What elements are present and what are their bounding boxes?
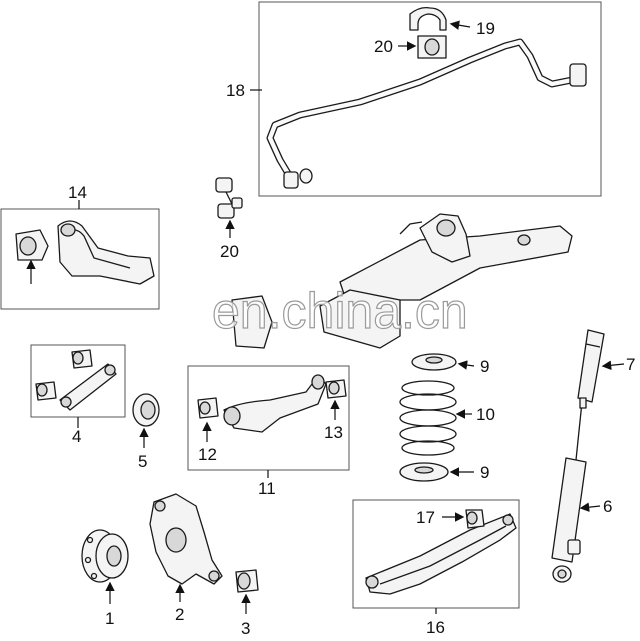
callout-6: 6: [603, 497, 612, 516]
stabilizer-bushing-20: [417, 35, 447, 59]
callout-10: 10: [476, 405, 495, 424]
stabilizer-link-20: [215, 177, 243, 219]
callout-9-lower: 9: [480, 463, 489, 482]
callout-labels: 19 20 18 14 20 4 5 12 13 11 9 10 9 7 6 1…: [68, 19, 635, 638]
callout-20-link: 20: [220, 242, 239, 261]
stabilizer-bar: [266, 38, 587, 189]
callout-18: 18: [226, 81, 245, 100]
callout-20-bushing: 20: [374, 37, 393, 56]
callout-19: 19: [476, 19, 495, 38]
callout-12: 12: [198, 445, 217, 464]
callout-3: 3: [241, 619, 250, 638]
spring-seat-lower-9: [399, 462, 449, 482]
bushing-5: [132, 393, 160, 427]
trailing-arm-14: [15, 220, 155, 285]
bushing-3: [235, 569, 259, 593]
callout-17: 17: [416, 508, 435, 527]
spring-seat-upper-9: [411, 353, 457, 371]
shock-dust-cover-7: [577, 329, 605, 403]
wheel-hub-1: [81, 529, 129, 583]
lower-link-4: [35, 349, 117, 411]
callout-7: 7: [626, 355, 635, 374]
leader-lines: [26, 20, 625, 614]
stabilizer-bar-group-box: [258, 1, 602, 197]
lower-control-arm-16: [365, 509, 517, 595]
callout-11: 11: [258, 479, 276, 498]
watermark: en.china.cn: [212, 283, 468, 339]
callout-13: 13: [324, 423, 343, 442]
shock-absorber-6: [551, 397, 587, 583]
trailing-arm-group-box: [0, 208, 160, 310]
callout-2: 2: [175, 605, 184, 624]
rear-subframe: [231, 213, 573, 349]
callout-4: 4: [72, 427, 81, 446]
knuckle-2: [149, 493, 223, 585]
callout-14: 14: [68, 183, 87, 202]
coil-spring-10: [399, 380, 457, 456]
stabilizer-clamp-19: [409, 6, 447, 31]
callout-1: 1: [105, 609, 114, 628]
upper-control-arm-11: [197, 374, 347, 433]
callout-5: 5: [138, 452, 147, 471]
callout-9-upper: 9: [480, 357, 489, 376]
callout-16: 16: [426, 618, 445, 637]
